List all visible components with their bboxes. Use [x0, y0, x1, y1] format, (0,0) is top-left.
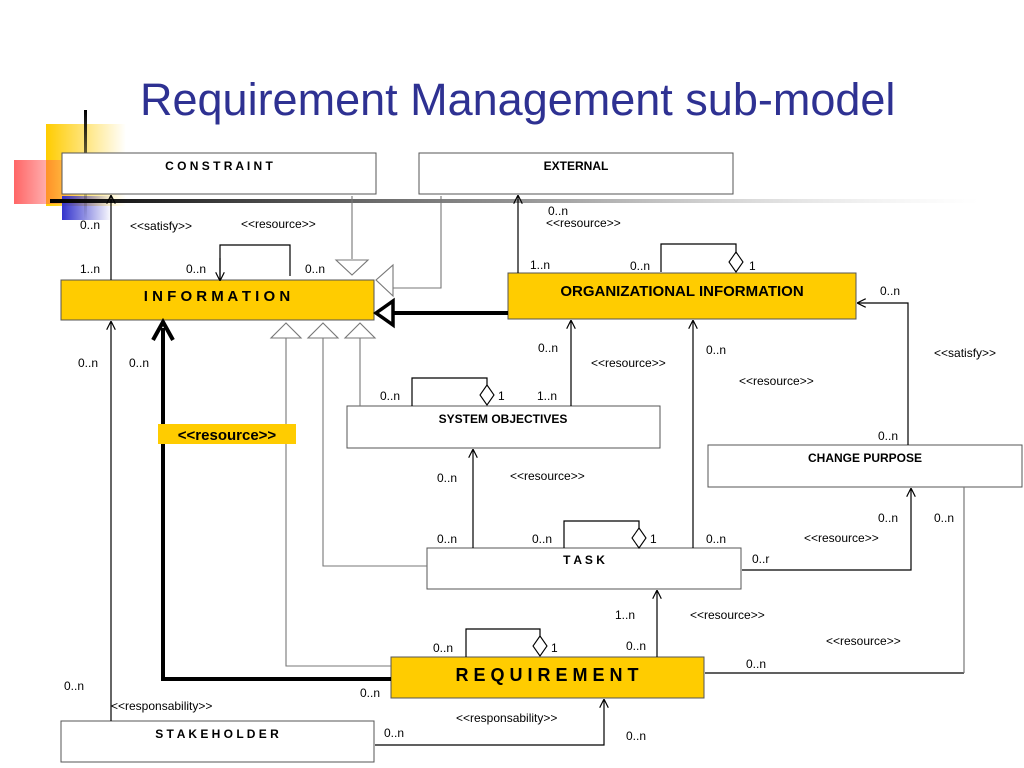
gen-requirement-information [285, 338, 391, 667]
resource-highlight-background [158, 424, 296, 444]
class-external: EXTERNAL [418, 152, 734, 195]
class-constraint-label: C O N S T R A I N T [165, 159, 273, 173]
aggr-sysobj-self [411, 377, 488, 406]
aggr-orginfo-self [660, 243, 737, 272]
label-satisfy-constraint: <<satisfy>> [130, 219, 192, 233]
mult-sysobj-self-a: 0..n [380, 389, 400, 403]
mult-requirement-information-end: 0..n [360, 686, 380, 700]
label-resource-requirement-changepurpose: <<resource>> [826, 634, 901, 648]
mult-orginfo-external-end: 1..n [530, 258, 550, 272]
mult-information-constraint-end: 1..n [80, 262, 100, 276]
assoc-information-self [219, 244, 291, 280]
gen-task-information [322, 338, 427, 567]
gen-triangle-requirement [269, 322, 303, 339]
class-system-objectives-label: SYSTEM OBJECTIVES [439, 412, 568, 426]
mult-task-self-a: 0..n [532, 532, 552, 546]
mult-orginfo-changepurpose-end: 0..n [880, 284, 900, 298]
label-resource-requirement-task: <<resource>> [690, 608, 765, 622]
slide-title: Requirement Management sub-model [140, 74, 896, 125]
label-satisfy-changepurpose: <<satisfy>> [934, 346, 996, 360]
class-stakeholder: S T A K E H O L D E R [60, 720, 375, 763]
mult-requirement-task-end: 0..n [626, 639, 646, 653]
mult-orginfo-task-end: 0..n [706, 343, 726, 357]
diamond-sysobj [479, 384, 495, 406]
gen-external-information [393, 196, 442, 289]
class-external-label: EXTERNAL [544, 159, 609, 173]
class-system-objectives: SYSTEM OBJECTIVES [346, 405, 661, 449]
association-lines [111, 196, 965, 746]
thick-arrowhead-requirement [151, 317, 175, 341]
label-responsability-stakeholder-information: <<responsability>> [111, 699, 212, 713]
mult-changepurpose-requirement-end: 0..n [934, 511, 954, 525]
mult-changepurpose-task-end: 0..n [878, 511, 898, 525]
aggr-requirement-self [465, 628, 541, 657]
aggr-task-self [563, 520, 640, 548]
class-stakeholder-label: S T A K E H O L D E R [155, 727, 279, 741]
thick-triangle-orginfo [372, 297, 395, 329]
class-information-label: I N F O R M A T I O N [144, 288, 290, 305]
mult-external-end: 0..n [548, 204, 568, 218]
gen-triangle-sysobj [343, 322, 377, 339]
mult-task-sysobj-end: 0..n [437, 532, 457, 546]
gen-triangle-external [375, 263, 394, 298]
label-resource-task-changepurpose: <<resource>> [804, 531, 879, 545]
class-change-purpose-label: CHANGE PURPOSE [808, 451, 922, 465]
mult-orginfo-self-a: 0..n [630, 259, 650, 273]
mult-sysobj-orginfo-end: 1..n [537, 389, 557, 403]
aggregation-diamonds [479, 251, 744, 657]
mult-changepurpose-orginfo-end: 0..n [878, 429, 898, 443]
mult-sysobj-self-b: 1 [498, 389, 505, 403]
gen-triangle-constraint [334, 259, 370, 276]
mult-requirement-self-a: 0..n [433, 641, 453, 655]
mult-information-self-b: 0..n [305, 262, 325, 276]
mult-task-requirement-end: 1..n [615, 608, 635, 622]
assoc-changepurpose-orginfo [858, 303, 909, 445]
mult-requirement-stakeholder-end: 0..n [626, 729, 646, 743]
mult-requirement-self-b: 1 [551, 641, 558, 655]
label-resource-task-orginfo: <<resource>> [739, 374, 814, 388]
diamond-task [631, 527, 647, 549]
multiplicity-labels: 0..n 1..n 0..n 0..n 0..n 1..n 0..n 1 0..… [64, 204, 954, 743]
mult-information-requirement-end: 0..n [129, 356, 149, 370]
resource-highlight-label: <<resource>> [178, 427, 277, 444]
label-resource-sysobj-orginfo: <<resource>> [591, 356, 666, 370]
class-requirement: R E Q U I R E M E N T [390, 656, 705, 699]
mult-constraint-end: 0..n [80, 218, 100, 232]
mult-task-changepurpose-end: 0..r [752, 552, 769, 566]
mult-task-orginfo-end: 0..n [706, 532, 726, 546]
highlighted-connectors [151, 311, 508, 681]
assoc-task-changepurpose [742, 489, 911, 571]
mult-task-self-b: 1 [650, 532, 657, 546]
label-resource-information-self: <<resource>> [241, 217, 316, 231]
diamond-requirement [532, 635, 548, 657]
mult-orginfo-sysobj-end: 0..n [538, 341, 558, 355]
generalization-lines [285, 196, 442, 667]
mult-stakeholder-information-end: 0..n [64, 679, 84, 693]
class-organizational-information: ORGANIZATIONAL INFORMATION [507, 272, 857, 320]
mult-orginfo-self-b: 1 [749, 259, 756, 273]
mult-information-stakeholder-end: 0..n [78, 356, 98, 370]
mult-information-self-a: 0..n [186, 262, 206, 276]
thick-requirement-information [161, 328, 391, 681]
class-change-purpose: CHANGE PURPOSE [707, 444, 1023, 488]
class-task: T A S K [426, 547, 742, 590]
stereotype-labels: <<satisfy>> <<resource>> <<resource>> <<… [111, 216, 996, 725]
assoc-stakeholder-requirement [375, 700, 604, 746]
class-requirement-label: R E Q U I R E M E N T [455, 665, 638, 685]
diamond-orginfo [728, 251, 744, 273]
class-organizational-information-label: ORGANIZATIONAL INFORMATION [560, 283, 803, 300]
generalization-triangles [269, 259, 394, 339]
mult-stakeholder-requirement-end: 0..n [384, 726, 404, 740]
mult-requirement-changepurpose-end: 0..n [746, 657, 766, 671]
label-resource-orginfo-external: <<resource>> [546, 216, 621, 230]
gen-triangle-task [306, 322, 340, 339]
mult-sysobj-task-end: 0..n [437, 471, 457, 485]
label-responsability-stakeholder-requirement: <<responsability>> [456, 711, 557, 725]
class-information: I N F O R M A T I O N [60, 279, 375, 321]
class-constraint: C O N S T R A I N T [61, 152, 377, 195]
class-task-label: T A S K [563, 553, 605, 567]
label-resource-task-sysobj: <<resource>> [510, 469, 585, 483]
